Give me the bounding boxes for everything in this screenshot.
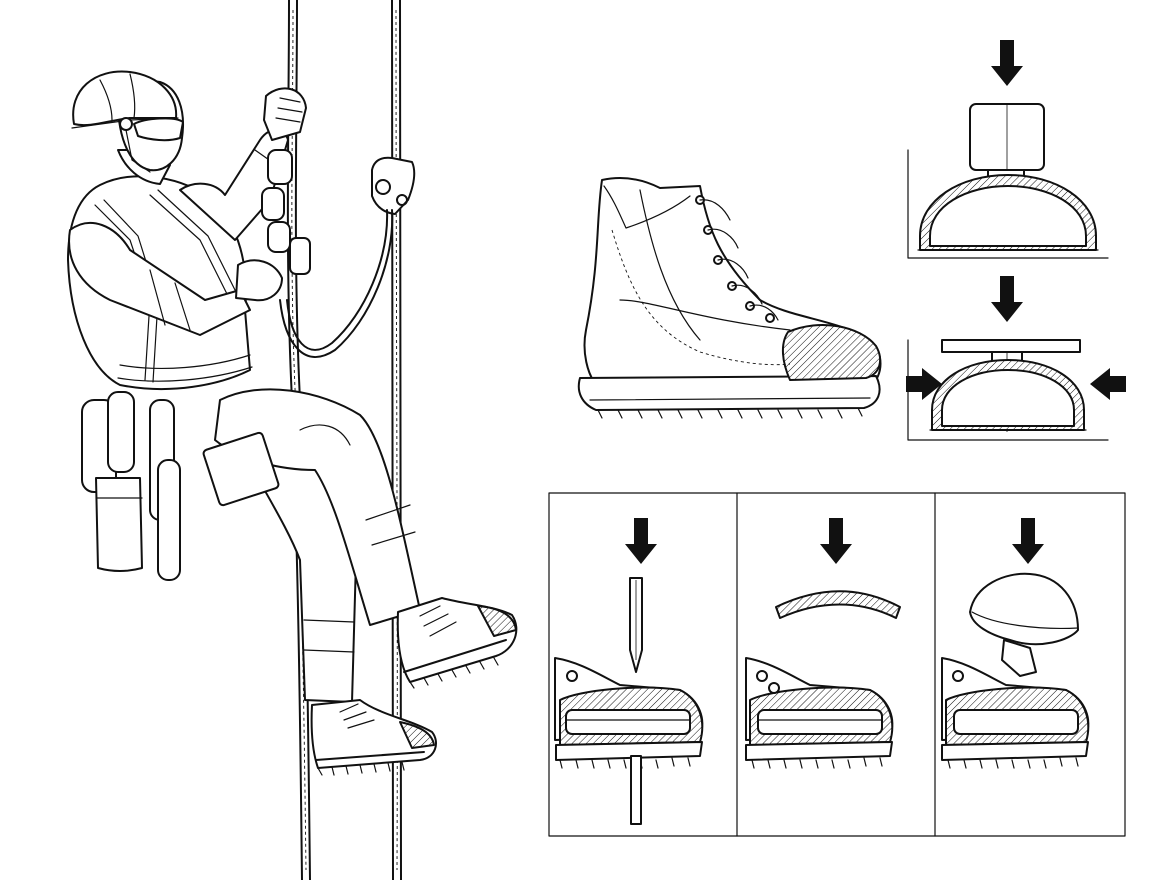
impact-test-arrow-icon bbox=[820, 518, 852, 564]
worker-raised-arm bbox=[179, 128, 289, 241]
puncture-midsole bbox=[565, 709, 691, 735]
squeeze-right-arrow-icon bbox=[1090, 368, 1126, 400]
test-strip-frame bbox=[548, 492, 1126, 837]
impact-squeeze-panel bbox=[906, 276, 1126, 441]
worker-lower-boot bbox=[310, 699, 437, 776]
puncture-nail-below bbox=[630, 755, 642, 825]
falling-helmet bbox=[969, 572, 1079, 646]
squeeze-left-arrow-icon bbox=[906, 368, 942, 400]
boot-sole bbox=[577, 375, 881, 411]
worker-lower-hand bbox=[235, 259, 283, 302]
thigh-pocket bbox=[202, 431, 280, 507]
falling-object-arrow-icon bbox=[1012, 518, 1044, 564]
belt-gear bbox=[81, 391, 181, 581]
rope-access-worker bbox=[67, 70, 518, 776]
hazard-test-strip bbox=[548, 492, 1126, 837]
worker-upper-boot bbox=[396, 597, 518, 689]
impact-plate bbox=[941, 339, 1081, 353]
ascender-chain bbox=[261, 149, 311, 275]
rope-grab-device bbox=[371, 156, 416, 215]
worker-lower-arm bbox=[68, 221, 251, 336]
falling-object-test bbox=[941, 518, 1090, 769]
impact-arrow-icon bbox=[991, 276, 1023, 322]
lanyard bbox=[279, 209, 394, 358]
safety-boot bbox=[577, 177, 882, 419]
worker-upper-hand bbox=[263, 87, 307, 141]
tool-bag bbox=[95, 477, 143, 572]
puncture-arrow-icon bbox=[625, 518, 657, 564]
boot-toe-cap bbox=[782, 323, 882, 381]
compression-arrow-icon bbox=[991, 40, 1023, 86]
puncture-test bbox=[554, 518, 704, 825]
impact-cap-piece bbox=[775, 590, 901, 619]
safety-helmet bbox=[71, 70, 179, 173]
boot-laces bbox=[695, 195, 779, 323]
impact-test bbox=[745, 518, 901, 769]
compression-test-panel bbox=[907, 40, 1109, 259]
